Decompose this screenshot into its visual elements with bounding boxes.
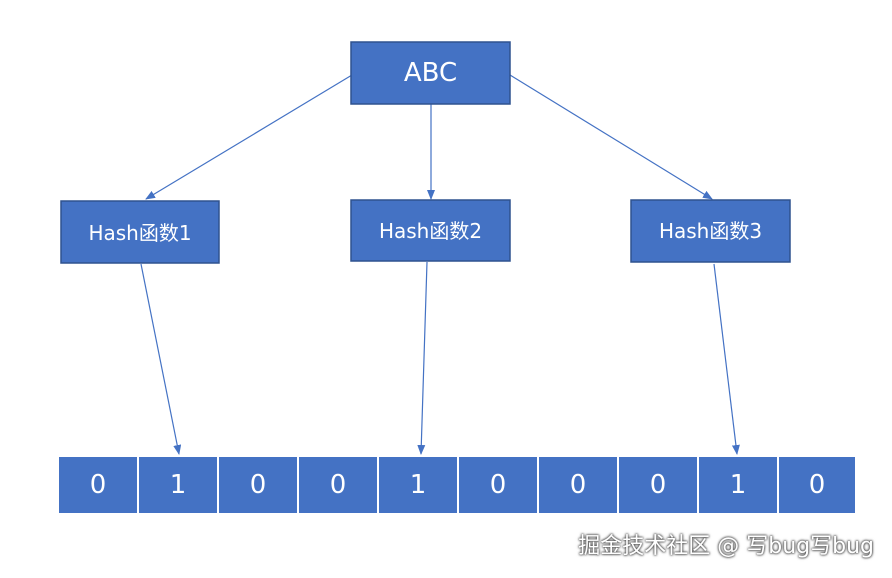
arrow-abc-to-hash-1 xyxy=(145,74,353,200)
arrow-hash-1-to-bit xyxy=(140,263,182,455)
hash-function-2: Hash函数2 xyxy=(350,199,511,262)
bit-value: 0 xyxy=(250,470,267,500)
hash-function-2-label: Hash函数2 xyxy=(379,219,482,243)
bit-cell: 0 xyxy=(57,455,139,515)
bit-value: 0 xyxy=(809,470,826,500)
bit-cell: 0 xyxy=(457,455,539,515)
bit-array: 0 1 0 0 1 0 0 0 xyxy=(57,455,857,515)
bit-value: 0 xyxy=(490,470,507,500)
bit-cell: 0 xyxy=(777,455,857,515)
bit-value: 1 xyxy=(170,470,187,500)
hash-function-3: Hash函数3 xyxy=(630,199,791,263)
input-node-label: ABC xyxy=(404,58,457,88)
bit-value: 1 xyxy=(730,470,747,500)
arrow-hash-3-to-bit xyxy=(713,263,740,455)
bit-value: 0 xyxy=(570,470,587,500)
input-node: ABC xyxy=(350,41,511,105)
arrow-abc-to-hash-3 xyxy=(509,74,713,200)
bit-value: 0 xyxy=(330,470,347,500)
hash-function-3-label: Hash函数3 xyxy=(659,219,762,243)
bit-cell: 1 xyxy=(137,455,219,515)
bit-cell: 0 xyxy=(217,455,299,515)
hash-function-1-label: Hash函数1 xyxy=(88,221,191,245)
bit-cell: 0 xyxy=(617,455,699,515)
bit-value: 0 xyxy=(650,470,667,500)
watermark: 掘金技术社区 @ 写bug写bug xyxy=(578,534,874,559)
hash-function-1: Hash函数1 xyxy=(60,200,220,264)
bit-cell: 1 xyxy=(697,455,779,515)
arrow-hash-2-to-bit xyxy=(417,261,428,455)
bit-cell: 1 xyxy=(377,455,459,515)
bit-value: 1 xyxy=(410,470,427,500)
bit-cell: 0 xyxy=(537,455,619,515)
bit-cell: 0 xyxy=(297,455,379,515)
bit-value: 0 xyxy=(90,470,107,500)
